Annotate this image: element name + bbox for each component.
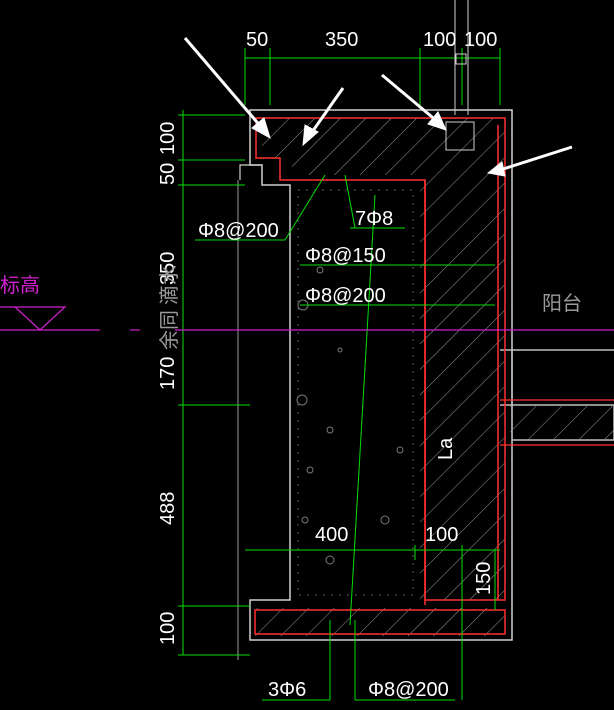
dim-inner-400: 400 [315, 524, 348, 546]
dim-top-100a: 100 [423, 29, 456, 51]
rebar-lines [254, 117, 614, 635]
dim-left-488: 488 [157, 492, 179, 525]
dimension-text: 50 350 100 100 100 50 350 170 488 100 40… [157, 29, 497, 645]
dim-top-100b: 100 [464, 29, 497, 51]
annotation-arrows [183, 37, 573, 177]
rebar-label-4: Φ8@200 [305, 285, 386, 307]
elevation-line [0, 306, 614, 331]
rebar-label-6: Φ8@200 [368, 679, 449, 701]
rebar-label-3: Φ8@150 [305, 245, 386, 267]
rest-same-label: 余同 [158, 310, 181, 350]
dim-left-350: 350 [157, 252, 179, 285]
dim-left-100: 100 [157, 122, 179, 155]
dim-top-350: 350 [325, 29, 358, 51]
dim-left-50: 50 [157, 163, 179, 185]
dim-left-100b: 100 [157, 612, 179, 645]
balcony-label: 阳台 [542, 292, 582, 315]
dim-left-170: 170 [157, 357, 179, 390]
annotation-text: 阳台 滴水 余同 标高 [0, 265, 582, 350]
rebar-label-2: 7Φ8 [355, 208, 393, 230]
rebar-label-5: 3Φ6 [268, 679, 306, 701]
dim-top-50: 50 [246, 29, 268, 51]
dim-inner-100: 100 [425, 524, 458, 546]
elevation-label: 标高 [0, 274, 40, 297]
rebar-text: Φ8@200 7Φ8 Φ8@150 Φ8@200 3Φ6 Φ8@200 La [198, 208, 457, 701]
concrete-section [237, 109, 614, 660]
dim-inner-150: 150 [473, 562, 495, 595]
anchor-length-label: La [435, 437, 457, 460]
concrete-aggregate [296, 266, 404, 565]
rebar-label-1: Φ8@200 [198, 220, 279, 242]
column-edge [445, 0, 475, 151]
drip-label: 滴水 [158, 265, 181, 305]
dimension-lines [178, 48, 501, 701]
